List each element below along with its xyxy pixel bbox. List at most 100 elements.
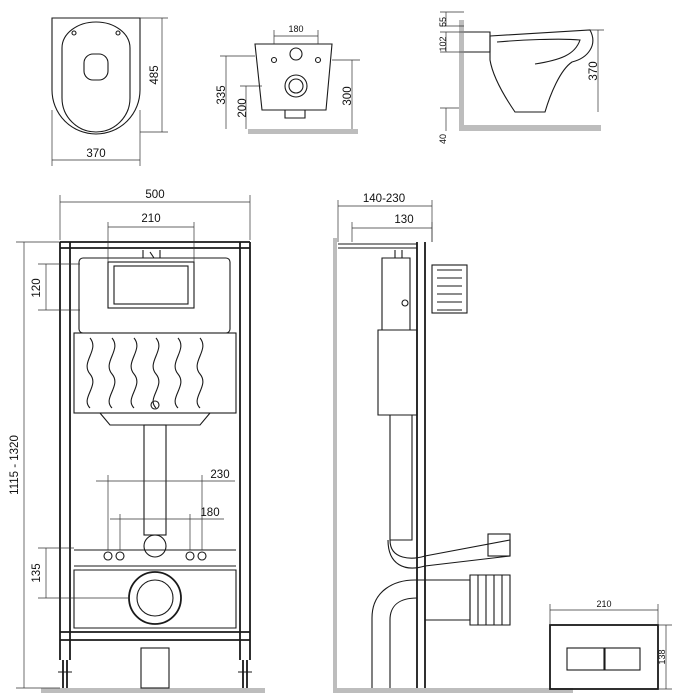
drain-inner [136, 579, 174, 617]
flush-pipe [143, 424, 167, 536]
drain-height-dim-line [38, 547, 130, 599]
drain-pipe [140, 647, 170, 689]
plate-height-dim-line [658, 624, 672, 690]
side-drain-ribs [477, 575, 503, 625]
side-floor-label: 40 [438, 134, 448, 144]
side-drain-bend-inner [389, 597, 418, 688]
side-cistern-valve [401, 299, 409, 307]
panel-width-dim-line [107, 222, 195, 262]
wall-hatch-side [459, 20, 464, 125]
side-flush-connector-end [487, 533, 511, 557]
bowl-height-dim-line [332, 59, 360, 129]
side-drain-bend [371, 579, 425, 688]
side-cistern-upper [381, 257, 411, 331]
bolt-outer-dim-line [96, 475, 235, 550]
panel-offset-label: 120 [31, 278, 43, 297]
side-cistern-inlet [394, 250, 403, 258]
cistern-wave-5 [174, 337, 182, 409]
side-inlet-label: 102 [438, 36, 448, 51]
panel-width-label: 210 [141, 213, 160, 225]
plate-height-label: 138 [657, 649, 667, 664]
plate-width-dim-line [549, 604, 659, 625]
flush-opening-inner [113, 265, 189, 305]
bowl-depth-dim-line [140, 17, 168, 133]
flush-button-large [604, 647, 641, 671]
bowl-depth-label: 485 [149, 65, 161, 84]
bowl-back-drain [284, 74, 308, 98]
flush-plate-outline [549, 624, 659, 690]
side-frame-upright [416, 242, 426, 688]
fixing-height-label: 335 [216, 85, 228, 104]
bowl-top-seat [61, 21, 131, 133]
side-depth-dim-line [351, 222, 433, 242]
side-top-dim-line [440, 11, 464, 27]
bowl-back-bolt-left [270, 56, 278, 64]
bowl-top-outline [51, 17, 141, 135]
side-floor-hatch [333, 688, 573, 693]
bowl-height-label: 300 [342, 86, 354, 105]
frame-bottom-rail [60, 631, 250, 641]
cistern-upper [78, 257, 231, 334]
bolt-rail [74, 549, 236, 567]
cistern-wave-6 [196, 337, 204, 409]
bowl-top-view: 370 485 [51, 17, 168, 166]
bowl-width-dim-line [51, 110, 141, 166]
bolt-outer-label: 230 [210, 469, 229, 481]
frame-top-rail [60, 241, 250, 249]
side-top-label: 55 [438, 17, 448, 27]
bowl-hole-spacing-label: 180 [288, 24, 303, 34]
side-depth-range-label: 140-230 [363, 193, 405, 205]
drain-height-label: 135 [31, 563, 43, 582]
wall-hatch [248, 129, 358, 134]
frame-uprights [59, 242, 251, 660]
side-floor-dim-line [440, 107, 459, 131]
front-floor-hatch [41, 688, 265, 693]
frame-width-label: 500 [145, 189, 164, 201]
cistern-wave-4 [152, 337, 160, 409]
frame-height-dim-line [16, 241, 60, 689]
outlet-height-label: 200 [237, 98, 249, 117]
bowl-back-view: 180 335 200 300 [216, 24, 360, 134]
flush-button-small [566, 647, 605, 671]
side-cistern-body [377, 329, 418, 416]
bowl-width-label: 370 [86, 148, 105, 160]
floor-hatch [459, 125, 601, 131]
bowl-top-inner [83, 53, 109, 81]
bolt-2 [115, 551, 125, 561]
frame-legs [62, 660, 248, 688]
bolt-1 [103, 551, 113, 561]
side-height-label: 370 [588, 61, 600, 80]
bowl-side-inlet [464, 31, 491, 53]
frame-side-view: 140-230 130 [333, 193, 573, 693]
bowl-side-rim [496, 38, 581, 65]
frame-front-view: 500 210 120 1115 - 1320 230 180 135 [9, 189, 265, 693]
bowl-hole-dim-line [273, 30, 319, 44]
bolt-inner-label: 180 [200, 507, 219, 519]
side-drain-adapter [469, 574, 511, 626]
frame-height-label: 1115 - 1320 [9, 435, 21, 495]
side-wall-hatch [333, 238, 337, 690]
fixing-height-dim-line [220, 55, 255, 129]
bolt-4 [197, 551, 207, 561]
bolt-inner-dim-line [110, 514, 224, 550]
bowl-back-inlet [289, 47, 303, 61]
bowl-back-bolt-right [314, 56, 322, 64]
bowl-back-outlet [284, 110, 306, 119]
side-drain-sleeve [424, 579, 471, 621]
frame-width-dim-line [59, 195, 251, 240]
bowl-top-hole-left [71, 30, 77, 36]
cistern-wave-1 [86, 337, 94, 409]
outlet-height-dim-line [240, 85, 262, 129]
side-flush-panel [431, 264, 468, 314]
cistern-wave-3 [130, 337, 138, 409]
bowl-side-outline [489, 29, 594, 113]
bolt-3 [185, 551, 195, 561]
side-inlet-dim-line [440, 31, 464, 53]
panel-offset-dim-line [38, 263, 80, 311]
side-depth-label: 130 [394, 214, 413, 226]
flush-opening [107, 261, 195, 309]
plate-width-label: 210 [596, 599, 611, 609]
side-height-dim-line [590, 29, 604, 112]
side-flush-connector [387, 539, 511, 569]
